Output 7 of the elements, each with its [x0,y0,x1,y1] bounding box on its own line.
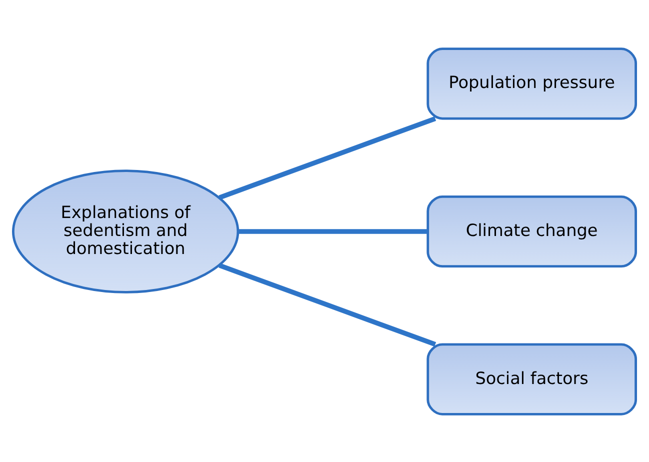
connector [238,228,428,234]
node-box: Climate change [426,194,637,268]
connector [218,116,436,200]
node-box: Social factors [426,342,637,415]
node-ellipse: Explanations of sedentism and domestication [12,169,240,293]
node-box: Population pressure [426,47,637,120]
connector [218,262,436,346]
